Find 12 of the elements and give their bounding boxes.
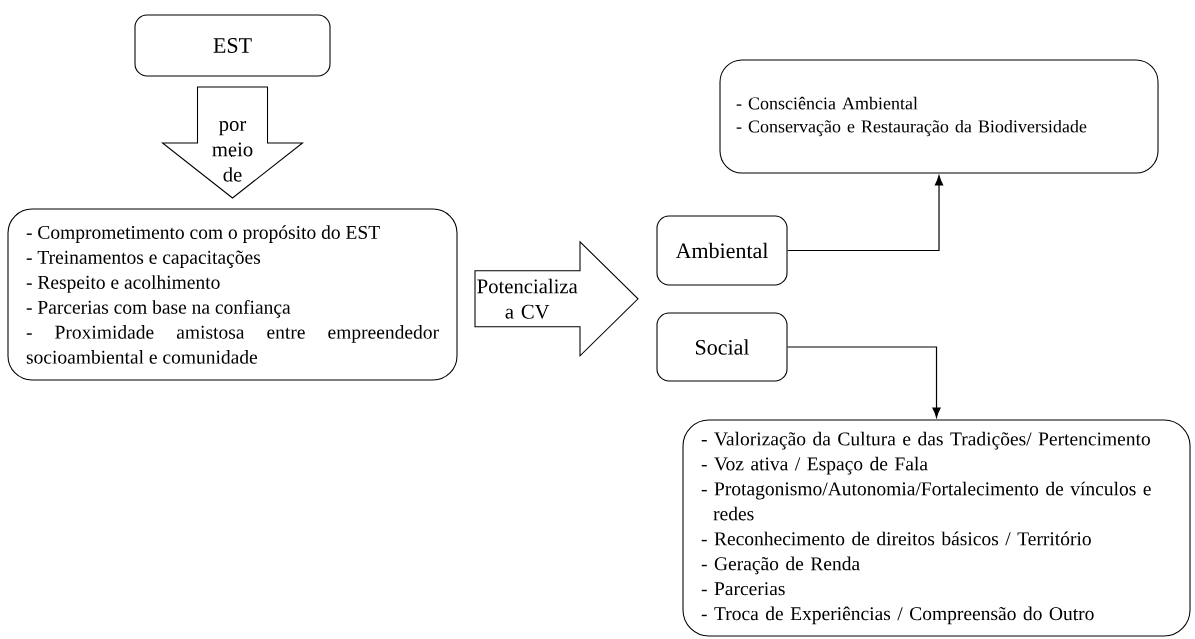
list-box: - Consciência Ambiental - Conservação e Restauração da Biodiversidade — [719, 59, 1159, 174]
list-box: - Comprometimento com o propósito do EST - Treinamentos e capacitações - Respeito e acolhimento - Parcerias com base na confiança - Proximidade amistosa entre empreendedor socioambiental e comunidade — [7, 208, 458, 381]
arrow-label: por meio de — [212, 121, 253, 182]
connector-arrow — [786, 175, 944, 252]
connector-arrow — [786, 346, 941, 418]
list-box: - Valorização da Cultura e das Tradições/ Pertencimento - Voz ativa / Espaço de Fala - Protagonismo/Autonomia/Fortalecimento de vínculos e redes - Reconhecimento de direitos básicos / Território - Geração de Renda - Parcerias - Troca de Experiências / Compreensão do Outro — [682, 419, 1191, 637]
arrow-label: Potencializa a CV — [477, 278, 578, 319]
block-arrow — [160, 86, 305, 199]
rounded-box: Ambiental — [656, 215, 788, 286]
rounded-box: Social — [656, 312, 788, 382]
rounded-box: EST — [134, 14, 331, 77]
block-arrow — [474, 240, 639, 358]
